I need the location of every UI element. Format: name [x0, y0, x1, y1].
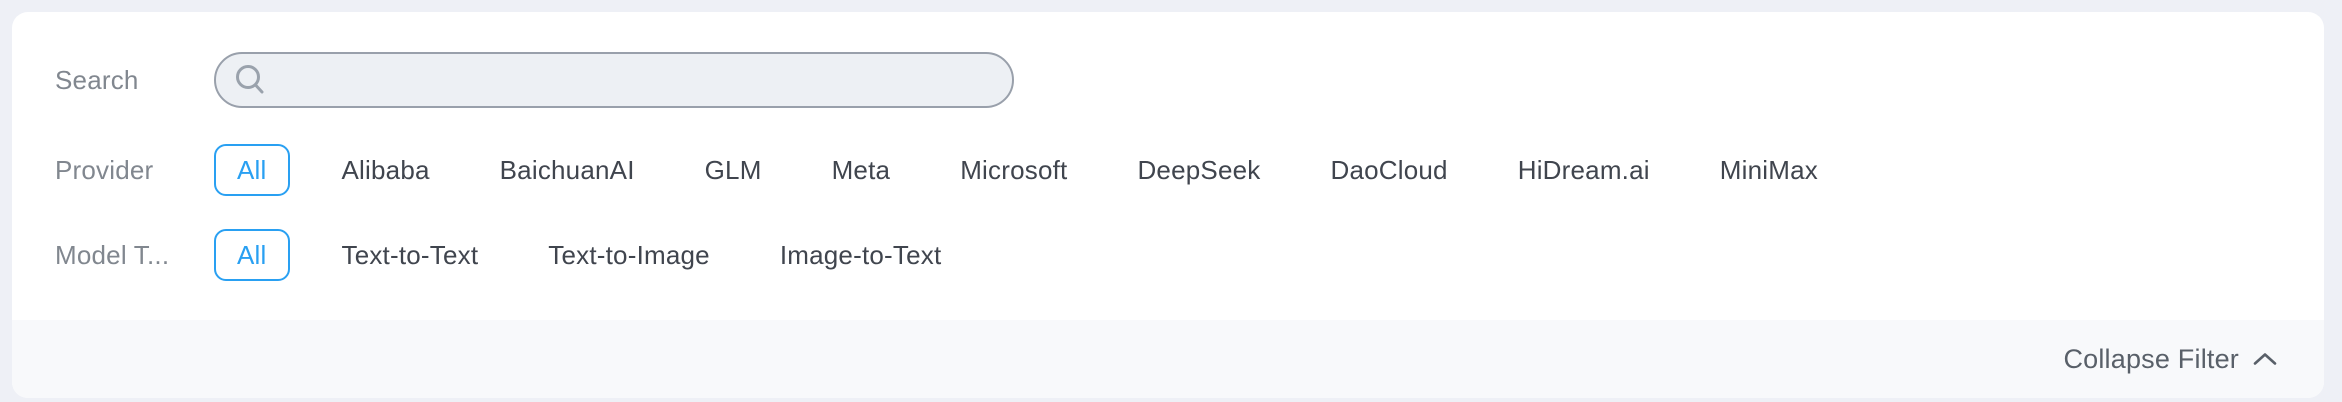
provider-chip-list: All Alibaba BaichuanAI GLM Meta Microsof…	[214, 144, 1836, 196]
provider-chip-all[interactable]: All	[214, 144, 290, 196]
provider-chip-hidream-ai[interactable]: HiDream.ai	[1500, 144, 1668, 196]
model-type-chip-text-to-text[interactable]: Text-to-Text	[324, 229, 497, 281]
provider-chip-minimax[interactable]: MiniMax	[1702, 144, 1836, 196]
model-type-chip-all[interactable]: All	[214, 229, 290, 281]
search-label: Search	[55, 64, 139, 95]
chevron-up-icon	[2253, 353, 2277, 365]
model-type-label: Model T...	[55, 239, 170, 270]
provider-label: Provider	[55, 154, 154, 185]
filter-card-footer: Collapse Filter	[12, 320, 2324, 398]
provider-chip-daocloud[interactable]: DaoCloud	[1312, 144, 1465, 196]
search-row: Search	[55, 52, 2284, 108]
filter-card-body: Search Provider All Alibaba BaichuanAI G…	[12, 12, 2324, 320]
provider-chip-meta[interactable]: Meta	[814, 144, 909, 196]
model-type-chip-image-to-text[interactable]: Image-to-Text	[762, 229, 960, 281]
model-type-chip-list: All Text-to-Text Text-to-Image Image-to-…	[214, 229, 959, 281]
collapse-filter-label: Collapse Filter	[2063, 343, 2239, 374]
search-input[interactable]	[214, 52, 1014, 108]
filter-card: Search Provider All Alibaba BaichuanAI G…	[12, 12, 2324, 398]
provider-chip-alibaba[interactable]: Alibaba	[324, 144, 448, 196]
provider-filter-row: Provider All Alibaba BaichuanAI GLM Meta…	[55, 144, 2284, 196]
model-type-chip-text-to-image[interactable]: Text-to-Image	[530, 229, 728, 281]
provider-chip-baichuanai[interactable]: BaichuanAI	[482, 144, 653, 196]
provider-chip-microsoft[interactable]: Microsoft	[942, 144, 1085, 196]
provider-chip-glm[interactable]: GLM	[687, 144, 780, 196]
search-icon	[236, 65, 264, 94]
provider-chip-deepseek[interactable]: DeepSeek	[1119, 144, 1278, 196]
model-type-filter-row: Model T... All Text-to-Text Text-to-Imag…	[55, 229, 2284, 281]
collapse-filter-button[interactable]: Collapse Filter	[2057, 343, 2284, 376]
search-text-field[interactable]	[268, 54, 994, 106]
